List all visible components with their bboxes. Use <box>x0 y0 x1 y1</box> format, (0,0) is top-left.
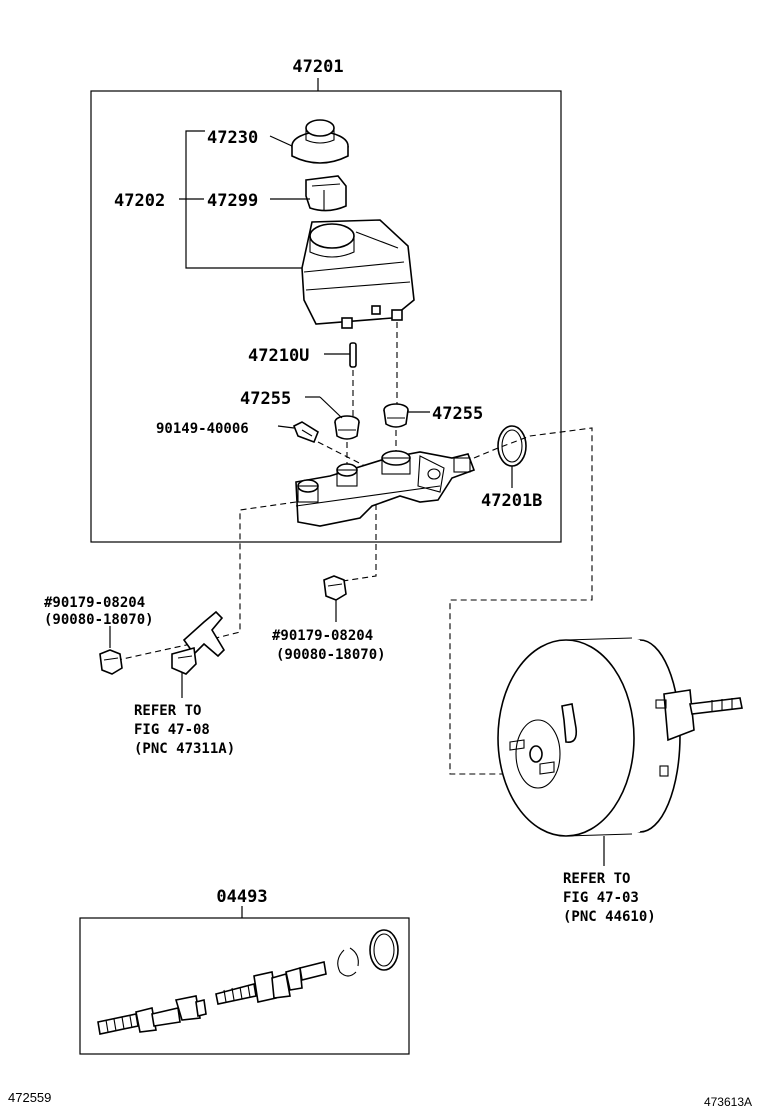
leader-47230 <box>269 135 293 147</box>
callout-04493: 04493 <box>216 887 267 907</box>
kit-o-ring[interactable] <box>369 929 399 971</box>
master-cylinder[interactable] <box>295 450 476 527</box>
callout-90149-40006: 90149-40006 <box>156 421 249 437</box>
dash-cylinder-to-booster <box>449 427 593 775</box>
callout-47210U: 47210U <box>248 346 309 366</box>
assembly-frame <box>90 90 562 543</box>
callout-47255-left: 47255 <box>240 389 291 409</box>
leader-bolt <box>277 425 295 429</box>
callout-47255-right: 47255 <box>432 404 483 424</box>
callout-nut-mid-2: (90080-18070) <box>276 647 386 663</box>
dash-cylinder-to-mid-nut <box>335 504 377 583</box>
reservoir-tank[interactable] <box>301 219 415 329</box>
reservoir-strainer[interactable] <box>305 175 347 212</box>
brake-booster[interactable] <box>497 636 743 839</box>
refer-booster-3: (PNC 44610) <box>563 909 656 925</box>
callout-47299: 47299 <box>207 191 258 211</box>
refer-booster-1: REFER TO <box>563 871 630 887</box>
footer-right-code: 473613A <box>704 1095 752 1109</box>
callout-nut-left-2: (90080-18070) <box>44 612 154 628</box>
primary-piston[interactable] <box>97 995 207 1035</box>
reservoir-pin[interactable] <box>349 342 357 368</box>
dash-left-nut <box>117 641 201 661</box>
footer-left-code: 472559 <box>8 1090 51 1105</box>
refer-left-2: FIG 47-08 <box>134 722 210 738</box>
callout-47201B: 47201B <box>481 491 542 511</box>
kit-frame <box>79 917 410 1055</box>
callout-47202: 47202 <box>114 191 165 211</box>
refer-left-1: REFER TO <box>134 703 201 719</box>
pipe-bracket[interactable] <box>171 610 226 675</box>
nut-mid[interactable] <box>323 575 347 601</box>
callout-nut-left-1: #90179-08204 <box>44 595 145 611</box>
refer-booster-2: FIG 47-03 <box>563 890 639 906</box>
grommet-right[interactable] <box>383 403 409 428</box>
piston-cup[interactable] <box>337 949 357 977</box>
secondary-piston[interactable] <box>215 961 327 1005</box>
callout-47230: 47230 <box>207 128 258 148</box>
callout-nut-mid-1: #90179-08204 <box>272 628 373 644</box>
nut-left[interactable] <box>99 649 123 675</box>
grommet-left[interactable] <box>334 415 360 440</box>
refer-left-3: (PNC 47311A) <box>134 741 235 757</box>
reservoir-bolt[interactable] <box>292 421 319 444</box>
callout-47201: 47201 <box>292 57 343 77</box>
leader-47255-left-b <box>319 396 343 419</box>
reservoir-cap[interactable] <box>291 119 349 164</box>
